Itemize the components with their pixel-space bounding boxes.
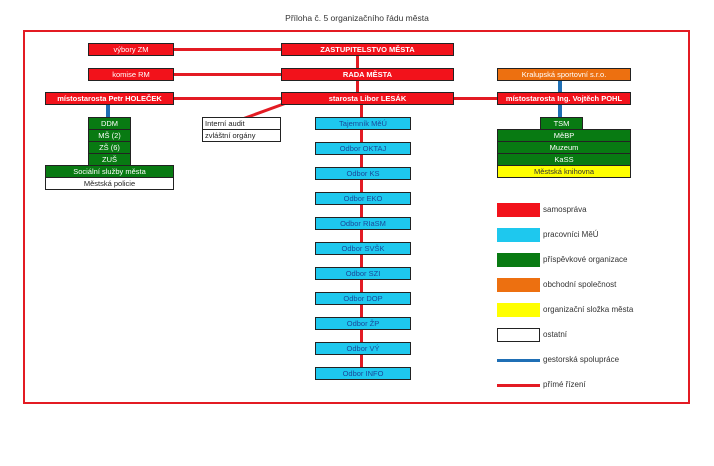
legend-label: příspěvkové organizace [543,255,628,264]
line-vybory [174,48,281,51]
department-box[interactable]: Odbor VÝ [315,342,411,355]
mistostarosta-pohl[interactable]: místostarosta Ing. Vojtěch POHL [497,92,631,105]
legend-label: gestorská spolupráce [543,355,620,364]
department-box[interactable]: Odbor KS [315,167,411,180]
legend-label: přímé řízení [543,380,586,389]
page-title: Příloha č. 5 organizačního řádu města [285,13,429,23]
city-police[interactable]: Městská policie [45,177,174,190]
department-box[interactable]: Odbor INFO [315,367,411,380]
legend-label: samospráva [543,205,587,214]
legend-swatch [497,253,540,267]
legend-swatch [497,303,540,317]
department-box[interactable]: Odbor ŽP [315,317,411,330]
department-box[interactable]: Odbor SVŠK [315,242,411,255]
department-box[interactable]: Odbor OKTAJ [315,142,411,155]
legend-swatch [497,203,540,217]
kralupska-sportovni[interactable]: Kralupská sportovní s.r.o. [497,68,631,81]
chart-frame [23,30,690,404]
link-holecek [106,104,110,117]
rada[interactable]: RADA MĚSTA [281,68,454,81]
department-box[interactable]: Odbor RIaSM [315,217,411,230]
mistostarosta-holecek[interactable]: místostarosta Petr HOLEČEK [45,92,174,105]
department-box[interactable]: Odbor SZI [315,267,411,280]
line-komise [174,73,281,76]
legend-swatch [497,328,540,342]
special-bodies[interactable]: zvláštní orgány [202,129,281,142]
legend-swatch [497,384,540,387]
legend-label: obchodní společnost [543,280,617,289]
zastupitelstvo[interactable]: ZASTUPITELSTVO MĚSTA [281,43,454,56]
link-company [558,80,562,92]
legend-label: ostatní [543,330,568,339]
vybory-zm[interactable]: výbory ZM [88,43,174,56]
department-box[interactable]: Odbor DOP [315,292,411,305]
legend-label: organizační složka města [543,305,634,314]
line-departments [360,104,363,368]
link-tsm [558,104,562,117]
starosta[interactable]: starosta Libor LESÁK [281,92,454,105]
legend-swatch [497,278,540,292]
line-holecek [174,97,281,100]
department-box[interactable]: Tajemník MěÚ [315,117,411,130]
department-box[interactable]: Odbor EKO [315,192,411,205]
line-pohl [454,97,497,100]
city-library[interactable]: Městská knihovna [497,165,631,178]
legend-label: pracovníci MěÚ [543,230,599,239]
legend-swatch [497,228,540,242]
komise-rm[interactable]: komise RM [88,68,174,81]
legend-swatch [497,359,540,362]
